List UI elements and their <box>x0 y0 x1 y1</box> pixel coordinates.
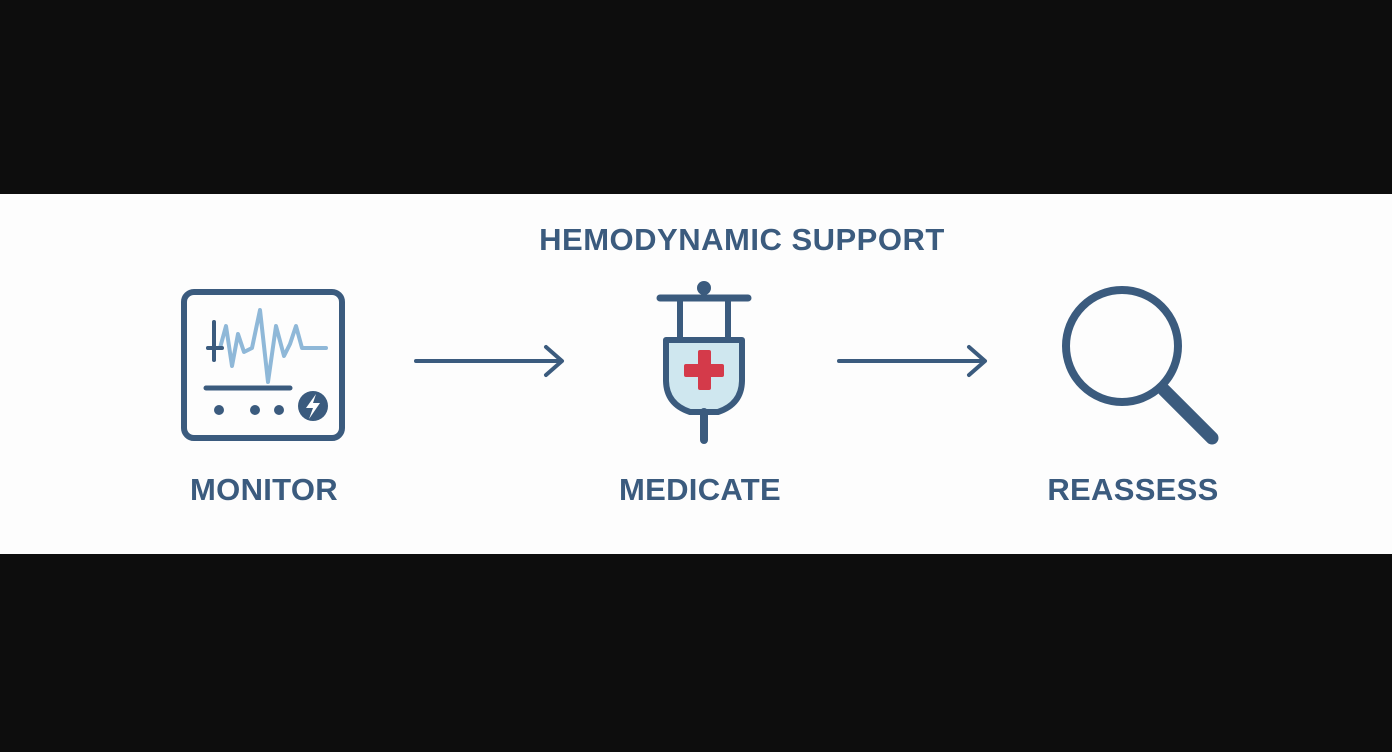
iv-bag-icon <box>656 281 752 444</box>
arrow-right-icon <box>837 345 987 377</box>
heart-monitor-icon <box>181 289 345 441</box>
step-label-medicate: MEDICATE <box>619 472 781 507</box>
magnifying-glass-icon <box>1062 286 1219 445</box>
step-label-monitor: MONITOR <box>190 472 338 507</box>
arrow-right-icon <box>414 345 564 377</box>
step-label-reassess: REASSESS <box>1047 472 1219 507</box>
diagram-title: HEMODYNAMIC SUPPORT <box>539 222 945 257</box>
